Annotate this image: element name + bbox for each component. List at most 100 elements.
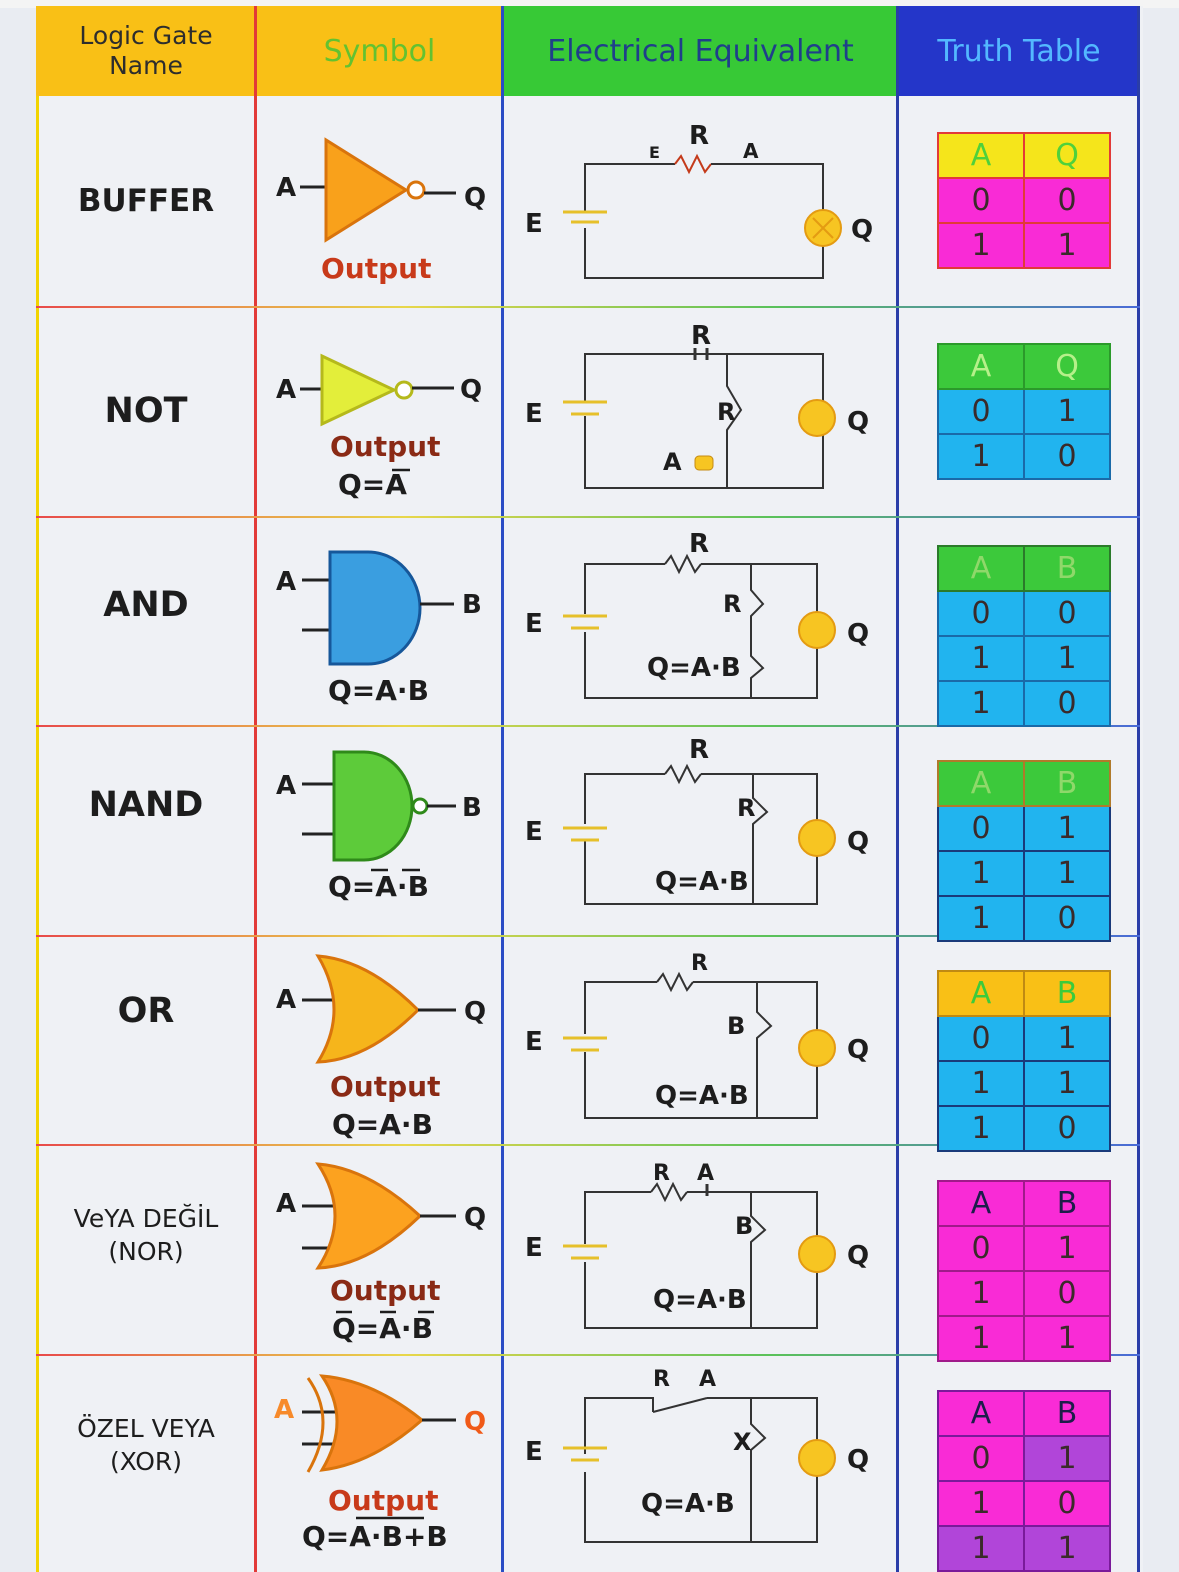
svg-text:E: E <box>525 1027 543 1057</box>
gate-name-and: AND <box>103 585 189 625</box>
row-divider <box>36 725 1140 727</box>
gate-name-nor: VeYA DEĞİL(NOR) <box>73 1204 219 1266</box>
svg-text:E: E <box>525 609 543 639</box>
row-divider <box>36 306 1140 308</box>
svg-text:Q: Q <box>464 1203 486 1233</box>
svg-text:E: E <box>525 1233 543 1263</box>
svg-text:Q: Q <box>464 1407 486 1437</box>
buffer-circuit: E R E A Q <box>525 121 873 279</box>
gate-name-not: NOT <box>104 391 188 431</box>
header-symbol: Symbol <box>256 6 503 96</box>
svg-text:A: A <box>663 448 682 476</box>
svg-text:Q=A·B+B: Q=A·B+B <box>302 1520 448 1553</box>
row-divider <box>36 1354 1140 1356</box>
svg-text:Q=A·B: Q=A·B <box>655 1081 749 1111</box>
svg-text:A: A <box>699 1367 716 1392</box>
svg-text:R: R <box>689 121 709 151</box>
svg-text:R: R <box>691 321 711 351</box>
row-divider <box>36 516 1140 518</box>
gate-name-or: OR <box>117 991 175 1031</box>
svg-text:X: X <box>733 1428 752 1456</box>
svg-text:Q=A·B: Q=A·B <box>332 1312 433 1345</box>
svg-text:Output: Output <box>330 430 440 463</box>
svg-text:E: E <box>525 1437 543 1467</box>
column-divider <box>254 6 257 1572</box>
svg-text:Output: Output <box>330 1274 440 1307</box>
svg-text:Q: Q <box>460 375 482 405</box>
column-divider <box>501 6 504 1572</box>
gate-name-xor: ÖZEL VEYA(XOR) <box>77 1414 215 1476</box>
svg-text:Q: Q <box>464 997 486 1027</box>
svg-text:Q=A·B: Q=A·B <box>653 1285 747 1315</box>
row-divider <box>36 935 1140 937</box>
svg-text:Q: Q <box>847 619 869 649</box>
not-gate-symbol: A Q Output Q=A <box>276 353 482 501</box>
svg-text:Q=A·B: Q=A·B <box>328 870 429 903</box>
nand-gate-symbol: A B Q=A·B <box>276 750 482 903</box>
svg-text:Q: Q <box>847 1035 869 1065</box>
xor-circuit: E R A X Q=A·B Q <box>525 1367 869 1543</box>
svg-text:B: B <box>462 793 482 823</box>
svg-text:Q: Q <box>847 1241 869 1271</box>
svg-text:Q=A: Q=A <box>338 468 407 501</box>
svg-text:Q=A·B: Q=A·B <box>328 674 429 707</box>
xor-gate-symbol: A Q Output Q=A·B+B <box>274 1374 486 1553</box>
svg-text:B: B <box>735 1212 753 1240</box>
svg-text:B: B <box>727 1012 745 1040</box>
svg-text:Q: Q <box>464 183 486 213</box>
and-gate-symbol: A B Q=A·B <box>276 550 482 707</box>
svg-text:R: R <box>653 1367 670 1392</box>
svg-text:R: R <box>689 529 709 559</box>
svg-text:R: R <box>691 951 708 976</box>
svg-text:A: A <box>276 1189 296 1219</box>
svg-text:Output: Output <box>330 1070 440 1103</box>
svg-text:Q=A·B: Q=A·B <box>647 653 741 683</box>
nor-gate-symbol: A Q Output Q=A·B <box>276 1162 486 1345</box>
svg-text:E: E <box>525 399 543 429</box>
header-electrical: Electrical Equivalent <box>503 6 898 96</box>
gate-name-nand: NAND <box>88 785 204 825</box>
svg-text:A: A <box>276 985 296 1015</box>
svg-text:Q: Q <box>851 215 873 245</box>
svg-text:Q: Q <box>847 827 869 857</box>
svg-text:A: A <box>276 567 296 597</box>
svg-text:A: A <box>743 139 759 163</box>
row-divider <box>36 1144 1140 1146</box>
svg-text:A: A <box>274 1395 294 1425</box>
svg-text:Q: Q <box>847 1445 869 1475</box>
and-circuit: E R R Q=A·B Q <box>525 529 869 699</box>
gate-name-buffer: BUFFER <box>77 183 215 219</box>
svg-text:Q=A·B: Q=A·B <box>641 1489 735 1519</box>
or-circuit: E R B Q=A·B Q <box>525 951 869 1119</box>
svg-text:B: B <box>462 590 482 620</box>
svg-text:R: R <box>723 590 741 618</box>
svg-text:A: A <box>276 173 296 203</box>
svg-text:E: E <box>525 209 543 239</box>
svg-text:R: R <box>689 735 709 765</box>
svg-text:E: E <box>649 143 660 162</box>
svg-text:R: R <box>717 398 735 426</box>
svg-text:R: R <box>737 794 755 822</box>
svg-text:Q=A·B: Q=A·B <box>332 1108 433 1141</box>
column-divider <box>1137 6 1140 1572</box>
header-truth-table: Truth Table <box>898 6 1140 96</box>
svg-text:E: E <box>525 817 543 847</box>
svg-text:R: R <box>653 1161 670 1186</box>
top-bar <box>0 0 1179 8</box>
output-caption: Output <box>321 252 431 285</box>
svg-text:A: A <box>276 375 296 405</box>
column-divider <box>896 6 899 1572</box>
svg-text:A: A <box>276 771 296 801</box>
svg-text:Output: Output <box>328 1484 438 1517</box>
svg-text:Q: Q <box>847 407 869 437</box>
svg-text:Q=A·B: Q=A·B <box>655 867 749 897</box>
or-gate-symbol: A Q Output Q=A·B <box>276 954 486 1141</box>
buffer-gate-symbol: A Q Output <box>276 137 486 285</box>
